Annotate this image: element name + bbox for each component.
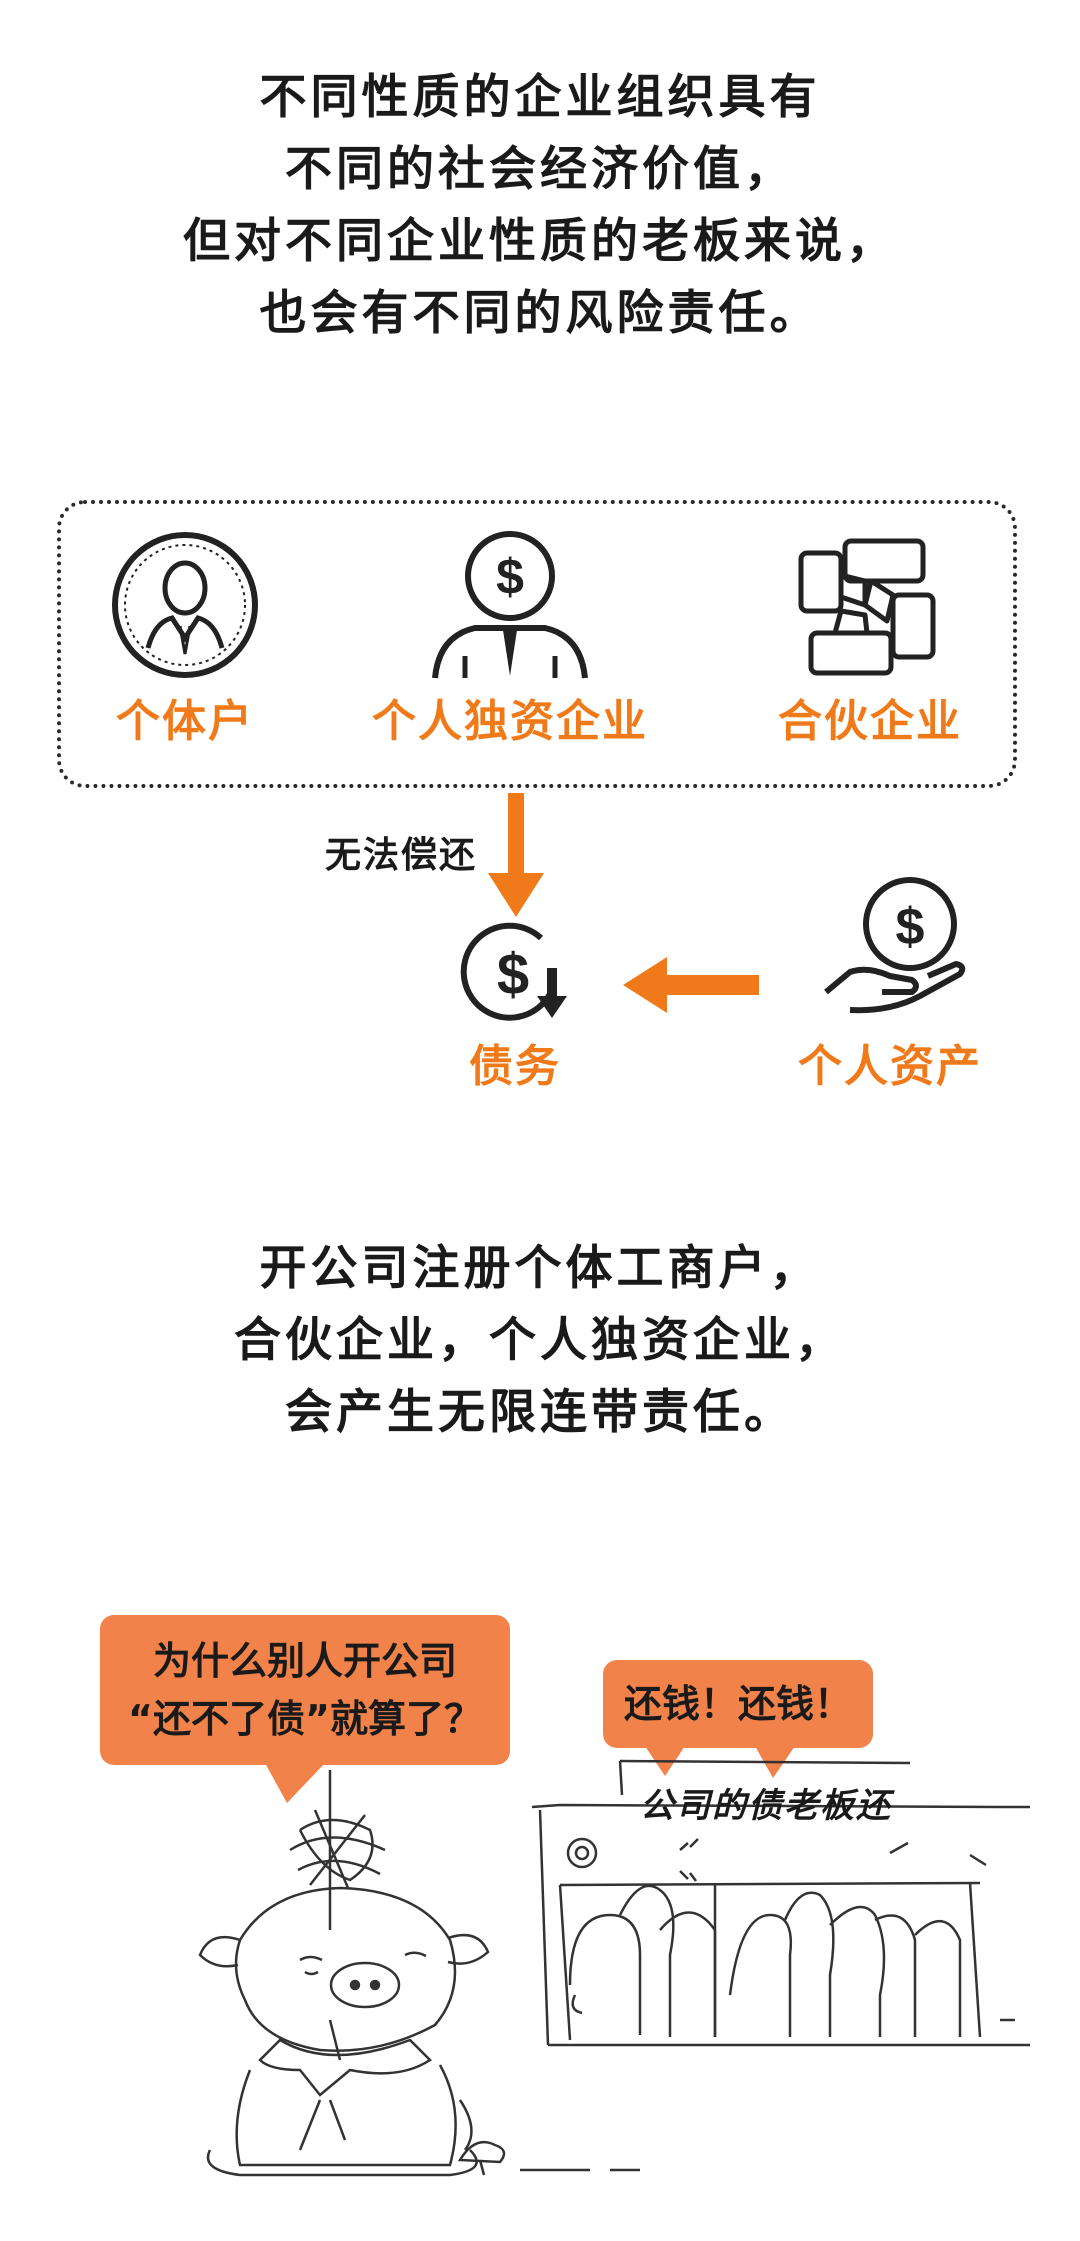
bubble-line: “还不了债”就算了？ bbox=[128, 1697, 482, 1741]
summary-line: 开公司注册个体工商户， bbox=[259, 1241, 821, 1296]
bubble-tail bbox=[265, 1763, 325, 1803]
dollar-down-icon: $ bbox=[460, 922, 567, 1021]
small-doodle bbox=[457, 2140, 640, 2176]
intro-line: 但对不同企业性质的老板来说， bbox=[183, 214, 897, 269]
debt-label: 债务 bbox=[469, 1041, 561, 1092]
dollar-person-icon: $ bbox=[432, 531, 588, 679]
hands-teamwork-icon bbox=[798, 538, 936, 676]
intro-line: 不同性质的企业组织具有 bbox=[259, 70, 821, 125]
bubble-line: 为什么别人开公司 bbox=[152, 1639, 457, 1683]
summary-line: 会产生无限连带责任。 bbox=[285, 1385, 795, 1440]
intro-paragraph: 不同性质的企业组织具有 不同的社会经济价值， 但对不同企业性质的老板来说， 也会… bbox=[0, 62, 1080, 350]
intro-line: 也会有不同的风险责任。 bbox=[259, 286, 821, 341]
intro-line: 不同的社会经济价值， bbox=[285, 142, 795, 197]
type-label-individual: 个体户 bbox=[116, 696, 254, 747]
arrow-left-icon bbox=[623, 957, 759, 1013]
dollar-glyph: $ bbox=[497, 942, 529, 1007]
right-speech-bubble: 还钱！还钱！ bbox=[603, 1660, 873, 1748]
office-sign: 公司的债老板还 bbox=[640, 1786, 892, 1826]
dollar-glyph: $ bbox=[496, 549, 524, 605]
dollar-glyph: $ bbox=[896, 898, 925, 956]
summary-paragraph: 开公司注册个体工商户， 合伙企业，个人独资企业， 会产生无限连带责任。 bbox=[0, 1233, 1080, 1449]
arrow-label: 无法偿还 bbox=[325, 835, 478, 876]
pig-character-illustration bbox=[198, 1770, 490, 2177]
person-coin-icon bbox=[112, 532, 258, 678]
left-speech-bubble: 为什么别人开公司 “还不了债”就算了？ bbox=[100, 1615, 510, 1765]
arrow-down-icon bbox=[488, 793, 544, 917]
summary-line: 合伙企业，个人独资企业， bbox=[234, 1313, 846, 1368]
crowd-office-illustration bbox=[531, 1759, 1030, 2047]
type-label-sole-proprietorship: 个人独资企业 bbox=[372, 696, 648, 747]
enterprise-types-box bbox=[57, 500, 1017, 788]
assets-label: 个人资产 bbox=[798, 1041, 982, 1092]
type-label-partnership: 合伙企业 bbox=[778, 696, 962, 747]
hand-dollar-icon: $ bbox=[824, 877, 966, 1014]
